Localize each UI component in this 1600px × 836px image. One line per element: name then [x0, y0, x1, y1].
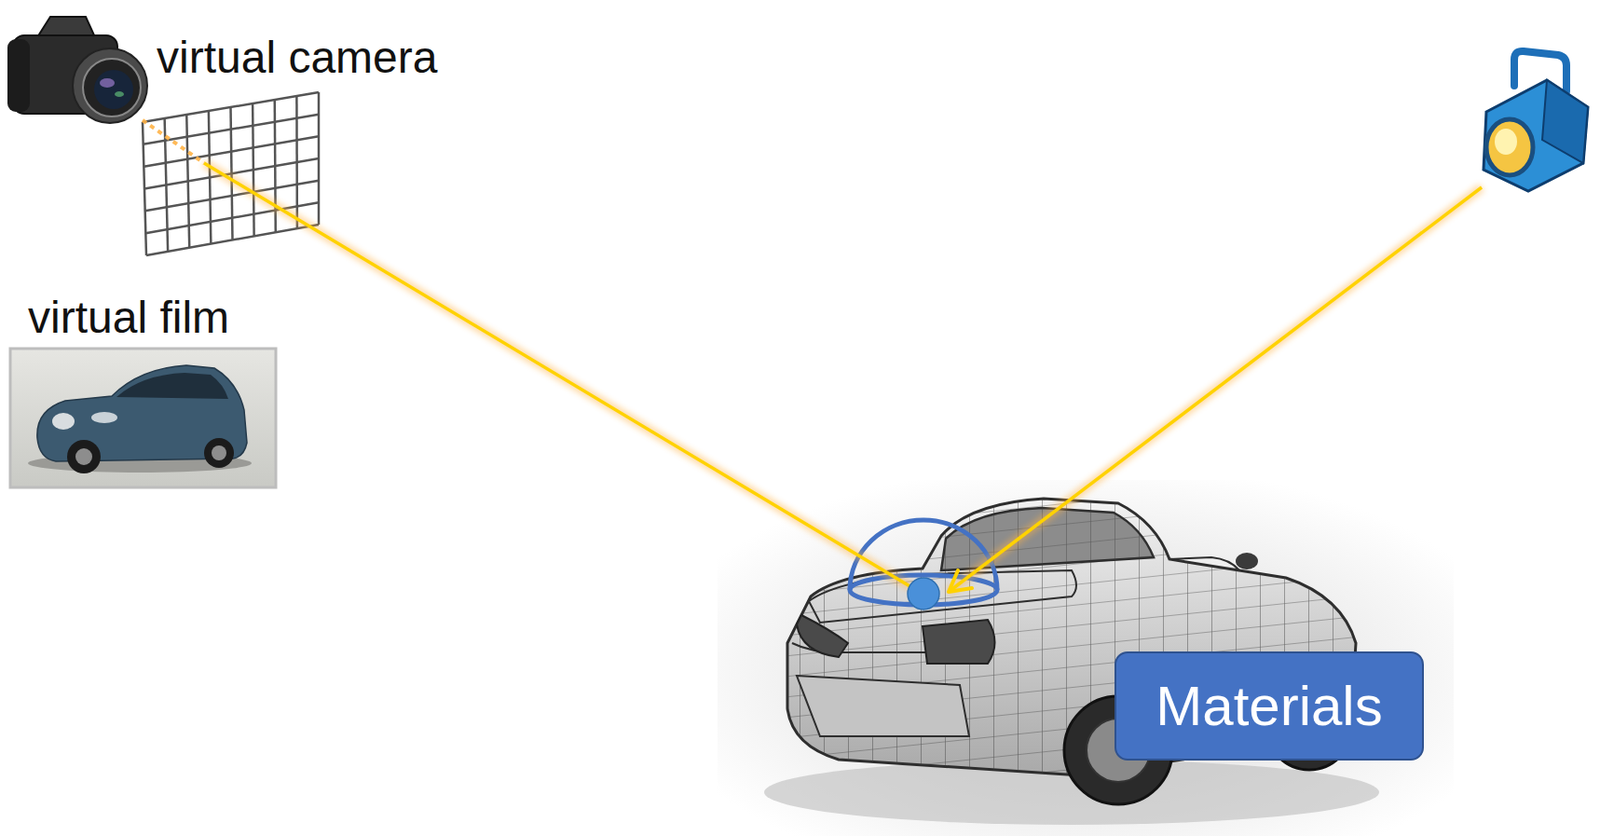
film-grid-line — [146, 224, 319, 256]
film-thumbnail — [10, 348, 276, 488]
film-grid-line — [142, 92, 319, 123]
light-icon — [1483, 51, 1588, 192]
material-box: Materials — [1114, 651, 1424, 761]
camera-icon — [7, 16, 148, 124]
light-rays — [142, 120, 1482, 592]
node-label: Materials — [1155, 673, 1382, 739]
shading-point — [907, 577, 940, 610]
caption-label: virtual film — [27, 291, 230, 343]
caption-label: virtual camera — [156, 31, 438, 83]
